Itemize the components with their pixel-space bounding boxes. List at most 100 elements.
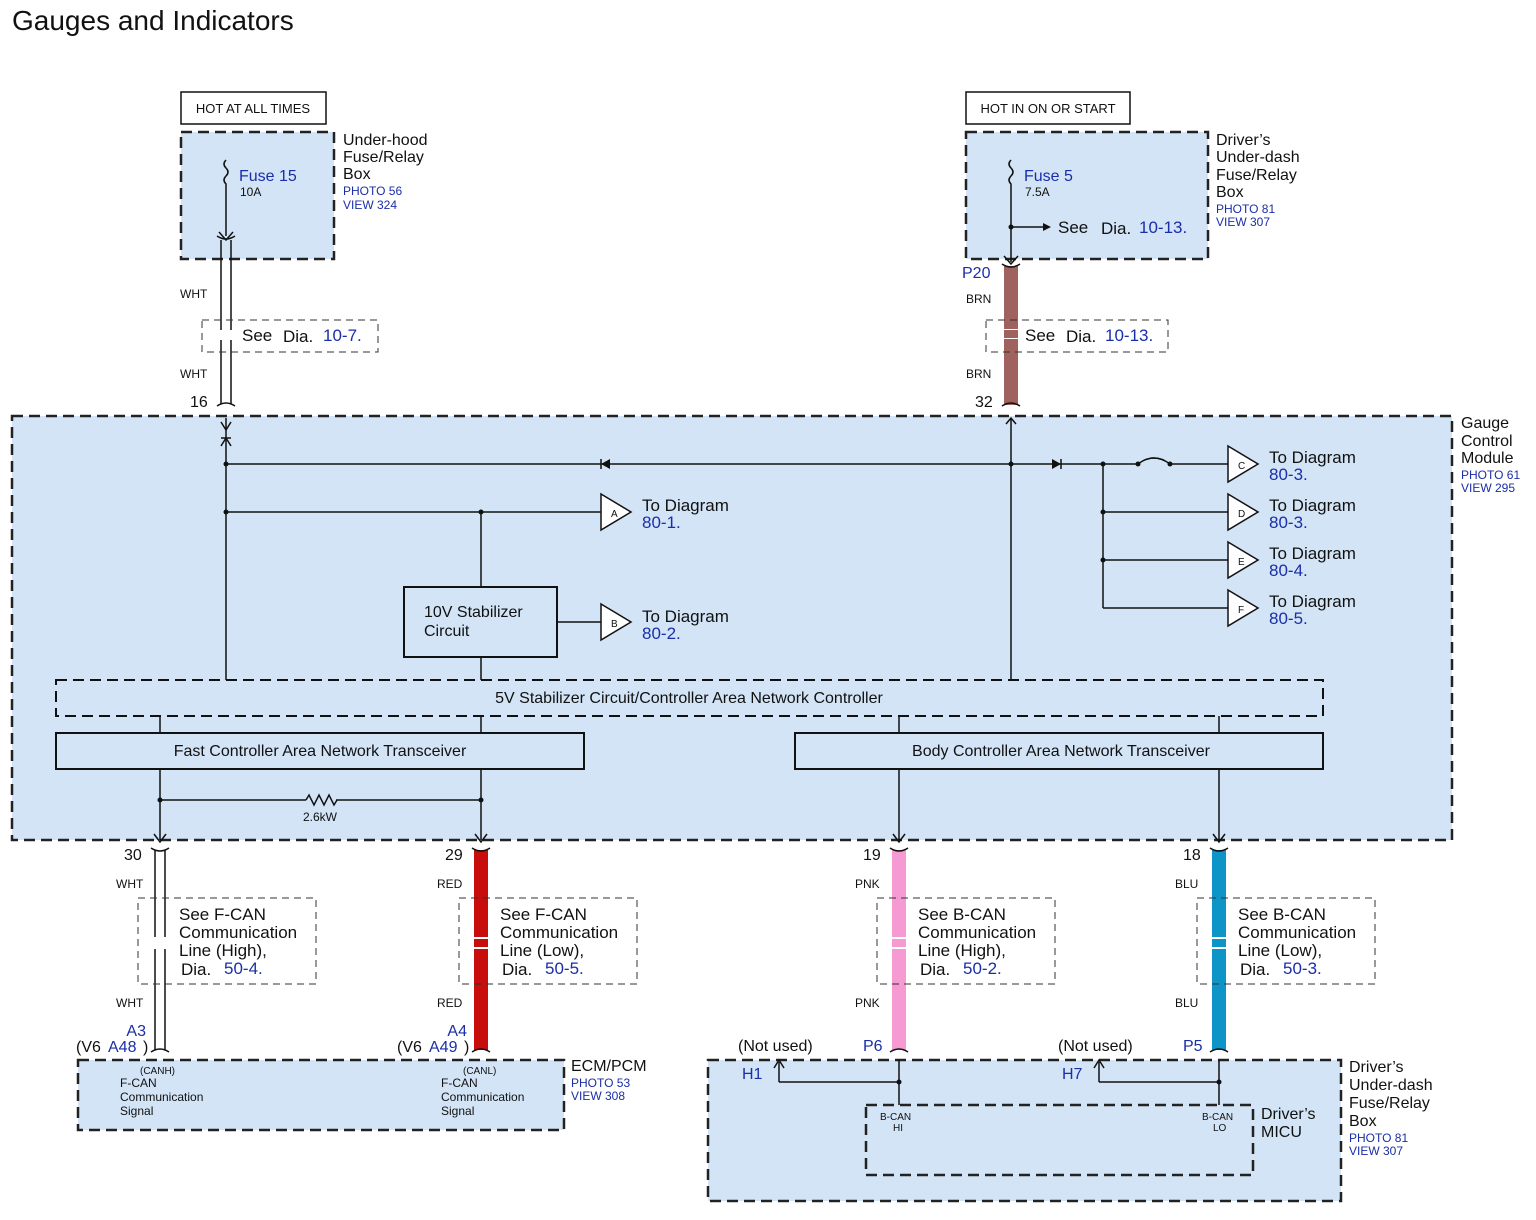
see-box-19-dia: Dia. [920, 960, 950, 979]
svg-text:D: D [1238, 509, 1245, 520]
output-b[interactable]: B To Diagram 80-2. [600, 602, 729, 643]
wire-color-30-top: WHT [116, 877, 144, 891]
see-inline-num[interactable]: 10-13. [1139, 218, 1187, 237]
dash-box-name-2: Under-dash [1216, 149, 1300, 166]
dash-box-name-3: Fuse/Relay [1216, 167, 1297, 184]
connector-arrow-icon [1003, 255, 1019, 266]
under-hood-fuse-box [179, 130, 336, 261]
see-box-18-num[interactable]: 50-3. [1283, 959, 1322, 978]
output-e-num: 80-4. [1269, 561, 1308, 580]
see-box-29-line-1: See F-CAN [500, 905, 587, 924]
svg-text:A: A [611, 509, 618, 520]
terminal-v6-prefix-29: (V6 [397, 1039, 422, 1056]
wire-30-bottom-cap [150, 1048, 170, 1053]
ecm-view: VIEW 308 [571, 1089, 625, 1103]
see-box-30-line-3: Line (High), [179, 941, 267, 960]
see-dia-num-10-13[interactable]: 10-13. [1105, 326, 1153, 345]
wire-19-bottom-cap [889, 1048, 909, 1053]
micu-box-view: VIEW 307 [1349, 1144, 1403, 1158]
see-box-19-num[interactable]: 50-2. [963, 959, 1002, 978]
see-inline-dia: Dia. [1101, 219, 1131, 238]
bcan-lo-2: LO [1213, 1123, 1227, 1134]
wire-color-18-top: BLU [1175, 877, 1198, 891]
svg-text:E: E [1238, 557, 1245, 568]
under-hood-view: VIEW 324 [343, 198, 397, 212]
pin-19: 19 [863, 847, 881, 864]
hot-in-on-or-start-box [965, 91, 1131, 125]
output-d[interactable]: D To Diagram 80-3. [1227, 492, 1356, 532]
pin-29: 29 [445, 847, 463, 864]
terminal-h7: H7 [1062, 1066, 1083, 1083]
hot-in-on-or-start-label: HOT IN ON OR START [980, 101, 1115, 116]
pin-18: 18 [1183, 847, 1201, 864]
hot-at-all-times-box [180, 91, 327, 125]
body-can-transceiver [794, 732, 1324, 770]
terminal-A4: A4 [447, 1023, 467, 1040]
terminal-h1: H1 [742, 1066, 763, 1083]
stabilizer-5v-can-controller [55, 679, 1324, 717]
output-c-to: To Diagram [1269, 448, 1356, 467]
terminal-A48: A48 [108, 1039, 137, 1056]
see-box-18-dia: Dia. [1240, 960, 1270, 979]
see-box-18-line-1: See B-CAN [1238, 905, 1326, 924]
fast-can-transceiver-label: Fast Controller Area Network Transceiver [174, 743, 467, 760]
hot-at-all-times-label: HOT AT ALL TIMES [196, 101, 310, 116]
output-f-num: 80-5. [1269, 609, 1308, 628]
gauge-module-photo: PHOTO 61 [1461, 468, 1520, 482]
output-d-to: To Diagram [1269, 496, 1356, 515]
dash-box-name-1: Driver’s [1216, 132, 1271, 149]
under-hood-box-name-2: Fuse/Relay [343, 149, 424, 166]
see-box-29-line-3: Line (Low), [500, 941, 584, 960]
connector-triangle-e-icon [1227, 540, 1260, 580]
fuse-15-symbol [223, 159, 229, 236]
gauge-module-name-2: Control [1461, 433, 1513, 450]
see-box-30-line-1: See F-CAN [179, 905, 266, 924]
see-box-19-line-2: Communication [918, 923, 1036, 942]
see-box-29-num[interactable]: 50-5. [545, 959, 584, 978]
wire-18-top-cap [1209, 847, 1229, 852]
terminal-P6: P6 [863, 1038, 883, 1055]
connector-triangle-d-icon [1227, 492, 1260, 532]
connector-triangle-c-icon [1227, 444, 1260, 484]
terminal-A49: A49 [429, 1039, 458, 1056]
see-box-29-line-2: Communication [500, 923, 618, 942]
micu-box-name-4: Box [1349, 1113, 1377, 1130]
module-internal-wiring [153, 416, 1228, 844]
ecm-signal-3b: Signal [441, 1104, 474, 1118]
gauge-control-module [10, 414, 1454, 842]
wire-18-bottom-cap [1209, 1048, 1229, 1053]
output-a-num: 80-1. [642, 513, 681, 532]
see-box-18-gap-fill [1212, 939, 1226, 947]
micu-box-name-3: Fuse/Relay [1349, 1095, 1430, 1112]
fuse-5-rating: 7.5A [1025, 185, 1050, 199]
svg-text:B: B [611, 619, 618, 630]
ecm-photo: PHOTO 53 [571, 1076, 630, 1090]
output-e[interactable]: E To Diagram 80-4. [1227, 540, 1356, 580]
ecm-signal-1b: F-CAN [441, 1076, 478, 1090]
output-f[interactable]: F To Diagram 80-5. [1227, 588, 1356, 628]
wire-color-30-bottom: WHT [116, 996, 144, 1010]
output-a[interactable]: A To Diagram 80-1. [600, 492, 729, 532]
see-dia-num-10-7[interactable]: 10-7. [323, 326, 362, 345]
connector-triangle-b-icon [600, 602, 633, 642]
fuse-15-rating: 10A [240, 185, 261, 199]
under-hood-box-name-1: Under-hood [343, 132, 428, 149]
see-dia-box-right [985, 319, 1169, 353]
wire-color-29-top: RED [437, 877, 463, 891]
body-can-transceiver-label: Body Controller Area Network Transceiver [912, 743, 1211, 760]
under-hood-box-name-3: Box [343, 166, 371, 183]
terminal-v6-prefix-30: (V6 [76, 1039, 101, 1056]
see-box-30-dia: Dia. [181, 960, 211, 979]
wire-29-bottom-cap [471, 1048, 491, 1053]
dia-label: Dia. [283, 327, 313, 346]
see-box-19-gap-fill [892, 939, 906, 947]
wire-19 [892, 850, 906, 1050]
ecm-signal-2b: Communication [441, 1090, 524, 1104]
drivers-under-dash-fuse-box-top [964, 130, 1210, 261]
wire-29 [474, 850, 488, 1050]
output-c[interactable]: C To Diagram 80-3. [1227, 444, 1356, 484]
see-box-30-num[interactable]: 50-4. [224, 959, 263, 978]
see-box-29-gap-fill [474, 939, 488, 947]
see-box-19-line-3: Line (High), [918, 941, 1006, 960]
